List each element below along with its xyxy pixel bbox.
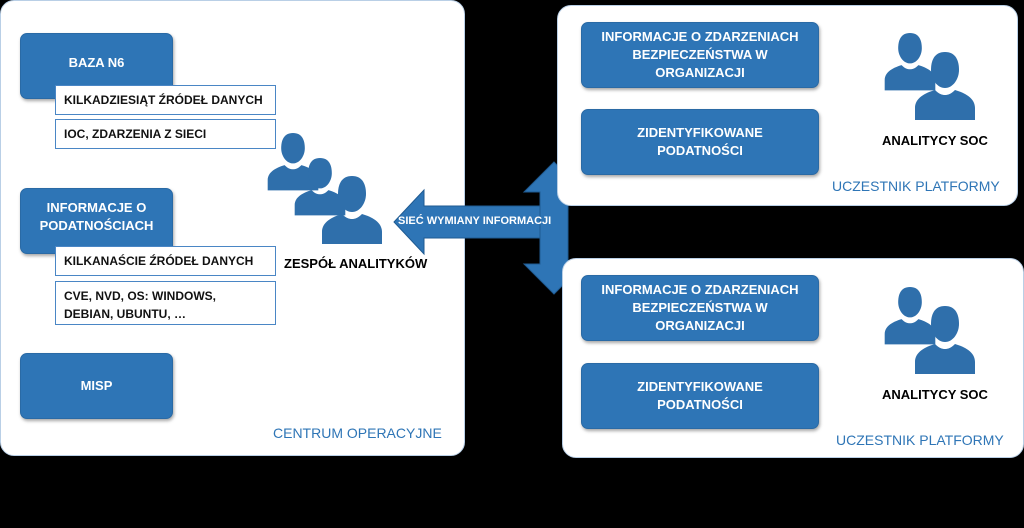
vuln-detail-cve: CVE, NVD, OS: WINDOWS, DEBIAN, UBUNTU, … — [55, 281, 276, 325]
analyst-team-icon — [267, 133, 382, 244]
participant-1-analysts-icon — [884, 33, 975, 120]
analyst-team-label: ZESPÓŁ ANALITYKÓW — [284, 256, 428, 271]
baza-n6-label: BAZA N6 — [68, 55, 125, 70]
participant-1-vulns-box: ZIDENTYFIKOWANE PODATNOŚCI — [581, 109, 819, 175]
participant-2-label: UCZESTNIK PLATFORMY — [836, 432, 1004, 448]
vuln-info-label: INFORMACJE O PODATNOŚCIACH — [39, 200, 154, 233]
vuln-detail-sources: KILKANAŚCIE ŹRÓDEŁ DANYCH — [55, 246, 276, 276]
participant-2-analysts-label: ANALITYCY SOC — [882, 387, 988, 402]
participant-2-events-box: INFORMACJE O ZDARZENIACH BEZPIECZEŃSTWA … — [581, 275, 819, 341]
baza-detail-sources: KILKADZIESIĄT ŹRÓDEŁ DANYCH — [55, 85, 276, 115]
participant-1-events-box: INFORMACJE O ZDARZENIACH BEZPIECZEŃSTWA … — [581, 22, 819, 88]
exchange-network-arrow — [393, 161, 586, 295]
exchange-network-label: SIEĆ WYMIANY INFORMACJI — [398, 215, 552, 227]
misp-label: MISP — [80, 378, 113, 393]
misp-box: MISP — [20, 353, 173, 419]
operations-center-label: CENTRUM OPERACYJNE — [273, 425, 442, 441]
vuln-info-box: INFORMACJE O PODATNOŚCIACH — [20, 188, 173, 254]
participant-1-analysts-label: ANALITYCY SOC — [882, 133, 988, 148]
baza-detail-ioc: IOC, ZDARZENIA Z SIECI — [55, 119, 276, 149]
participant-2-vulns-box: ZIDENTYFIKOWANE PODATNOŚCI — [581, 363, 819, 429]
participant-1-label: UCZESTNIK PLATFORMY — [832, 178, 1000, 194]
participant-2-analysts-icon — [884, 287, 975, 374]
